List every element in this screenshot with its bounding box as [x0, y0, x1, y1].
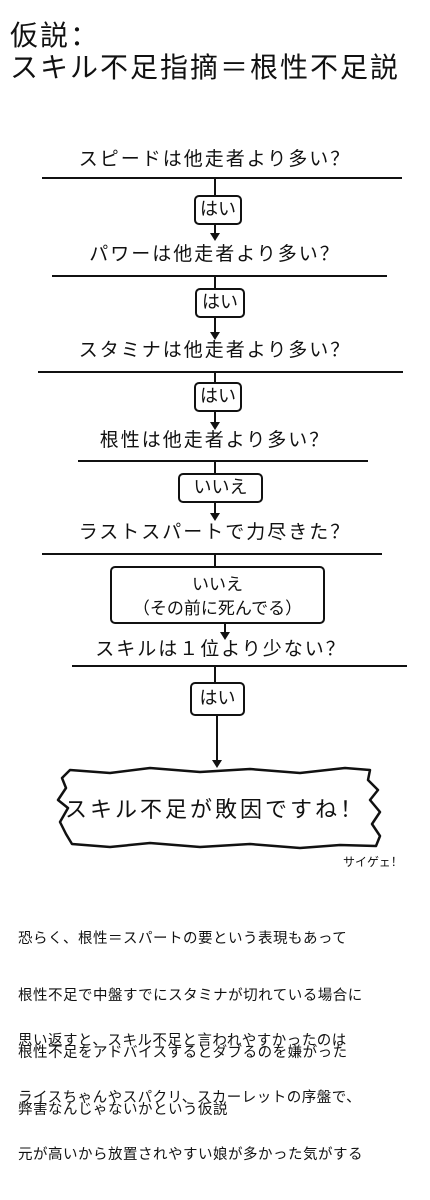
commentary-paragraph-1: 恐らく、根性＝スパートの要という表現もあって 根性不足で中盤すでにスタミナが切れ…	[18, 892, 363, 1139]
question-guts: 根性は他走者より多い？	[99, 429, 331, 451]
connector-line	[214, 179, 216, 196]
paragraph-line: 根性不足で中盤すでにスタミナが切れている場合に	[18, 988, 363, 1004]
connector-line	[224, 624, 226, 634]
signature: サイゲェ！	[343, 855, 403, 869]
arrow-down-icon	[210, 513, 220, 521]
connector-line	[214, 462, 216, 474]
question-underline	[42, 177, 402, 179]
question-underline	[38, 371, 403, 373]
question-power: パワーは他走者より多い？	[89, 243, 341, 265]
title-line-2: スキル不足指摘＝根性不足説	[10, 51, 401, 84]
question-stamina: スタミナは他走者より多い？	[78, 339, 352, 361]
answer-box-yes: はい	[195, 288, 245, 318]
paragraph-line: 弊害なんじゃないかという仮説	[18, 1102, 228, 1118]
answer-box-yes: はい	[194, 382, 242, 412]
answer-box-yes: はい	[194, 195, 242, 225]
question-speed: スピードは他走者より多い？	[78, 148, 352, 170]
connector-line	[214, 667, 216, 683]
paragraph-line: 元が高いから放置されやすい娘が多かった気がする	[18, 1147, 363, 1163]
conclusion-text: スキル不足が敗因ですね！	[64, 798, 365, 823]
paragraph-line: 思い返すと、スキル不足と言われやすかったのは	[18, 1033, 347, 1049]
answer-note: （その前に死んでる）	[132, 599, 303, 619]
paragraph-line: 根性不足をアドバイスするとダブるのを嫌がった	[18, 1045, 348, 1061]
title-line-1: 仮説：	[10, 19, 101, 52]
answer-box-yes: はい	[190, 682, 245, 716]
paragraph-line: 恐らく、根性＝スパートの要という表現もあって	[18, 931, 348, 947]
paragraph-line: ライスちゃんやスパクリ、スカーレットの序盤で、	[18, 1090, 362, 1106]
answer-box-no-with-note: いいえ （その前に死んでる）	[110, 566, 325, 624]
connector-line	[216, 716, 218, 762]
question-underline	[42, 553, 382, 555]
answer-no-label: いいえ	[192, 575, 243, 595]
answer-box-no: いいえ	[178, 473, 263, 503]
connector-line	[214, 225, 216, 235]
question-last-spurt: ラストスパートで力尽きた？	[78, 521, 352, 543]
question-skill: スキルは１位より少ない？	[95, 638, 347, 660]
question-underline	[78, 460, 368, 462]
question-underline	[52, 275, 387, 277]
connector-line	[214, 318, 216, 334]
arrow-down-icon	[210, 332, 220, 340]
connector-line	[214, 503, 216, 515]
arrow-down-icon	[210, 233, 220, 241]
commentary-paragraph-2: 思い返すと、スキル不足と言われやすかったのは ライスちゃんやスパクリ、スカーレッ…	[18, 994, 363, 1184]
connector-line	[214, 555, 216, 567]
arrow-down-icon	[220, 632, 230, 640]
connector-line	[214, 277, 216, 289]
arrow-down-icon	[212, 760, 222, 768]
connector-line	[214, 412, 216, 424]
question-underline	[72, 665, 407, 667]
arrow-down-icon	[210, 422, 220, 430]
connector-line	[214, 373, 216, 383]
